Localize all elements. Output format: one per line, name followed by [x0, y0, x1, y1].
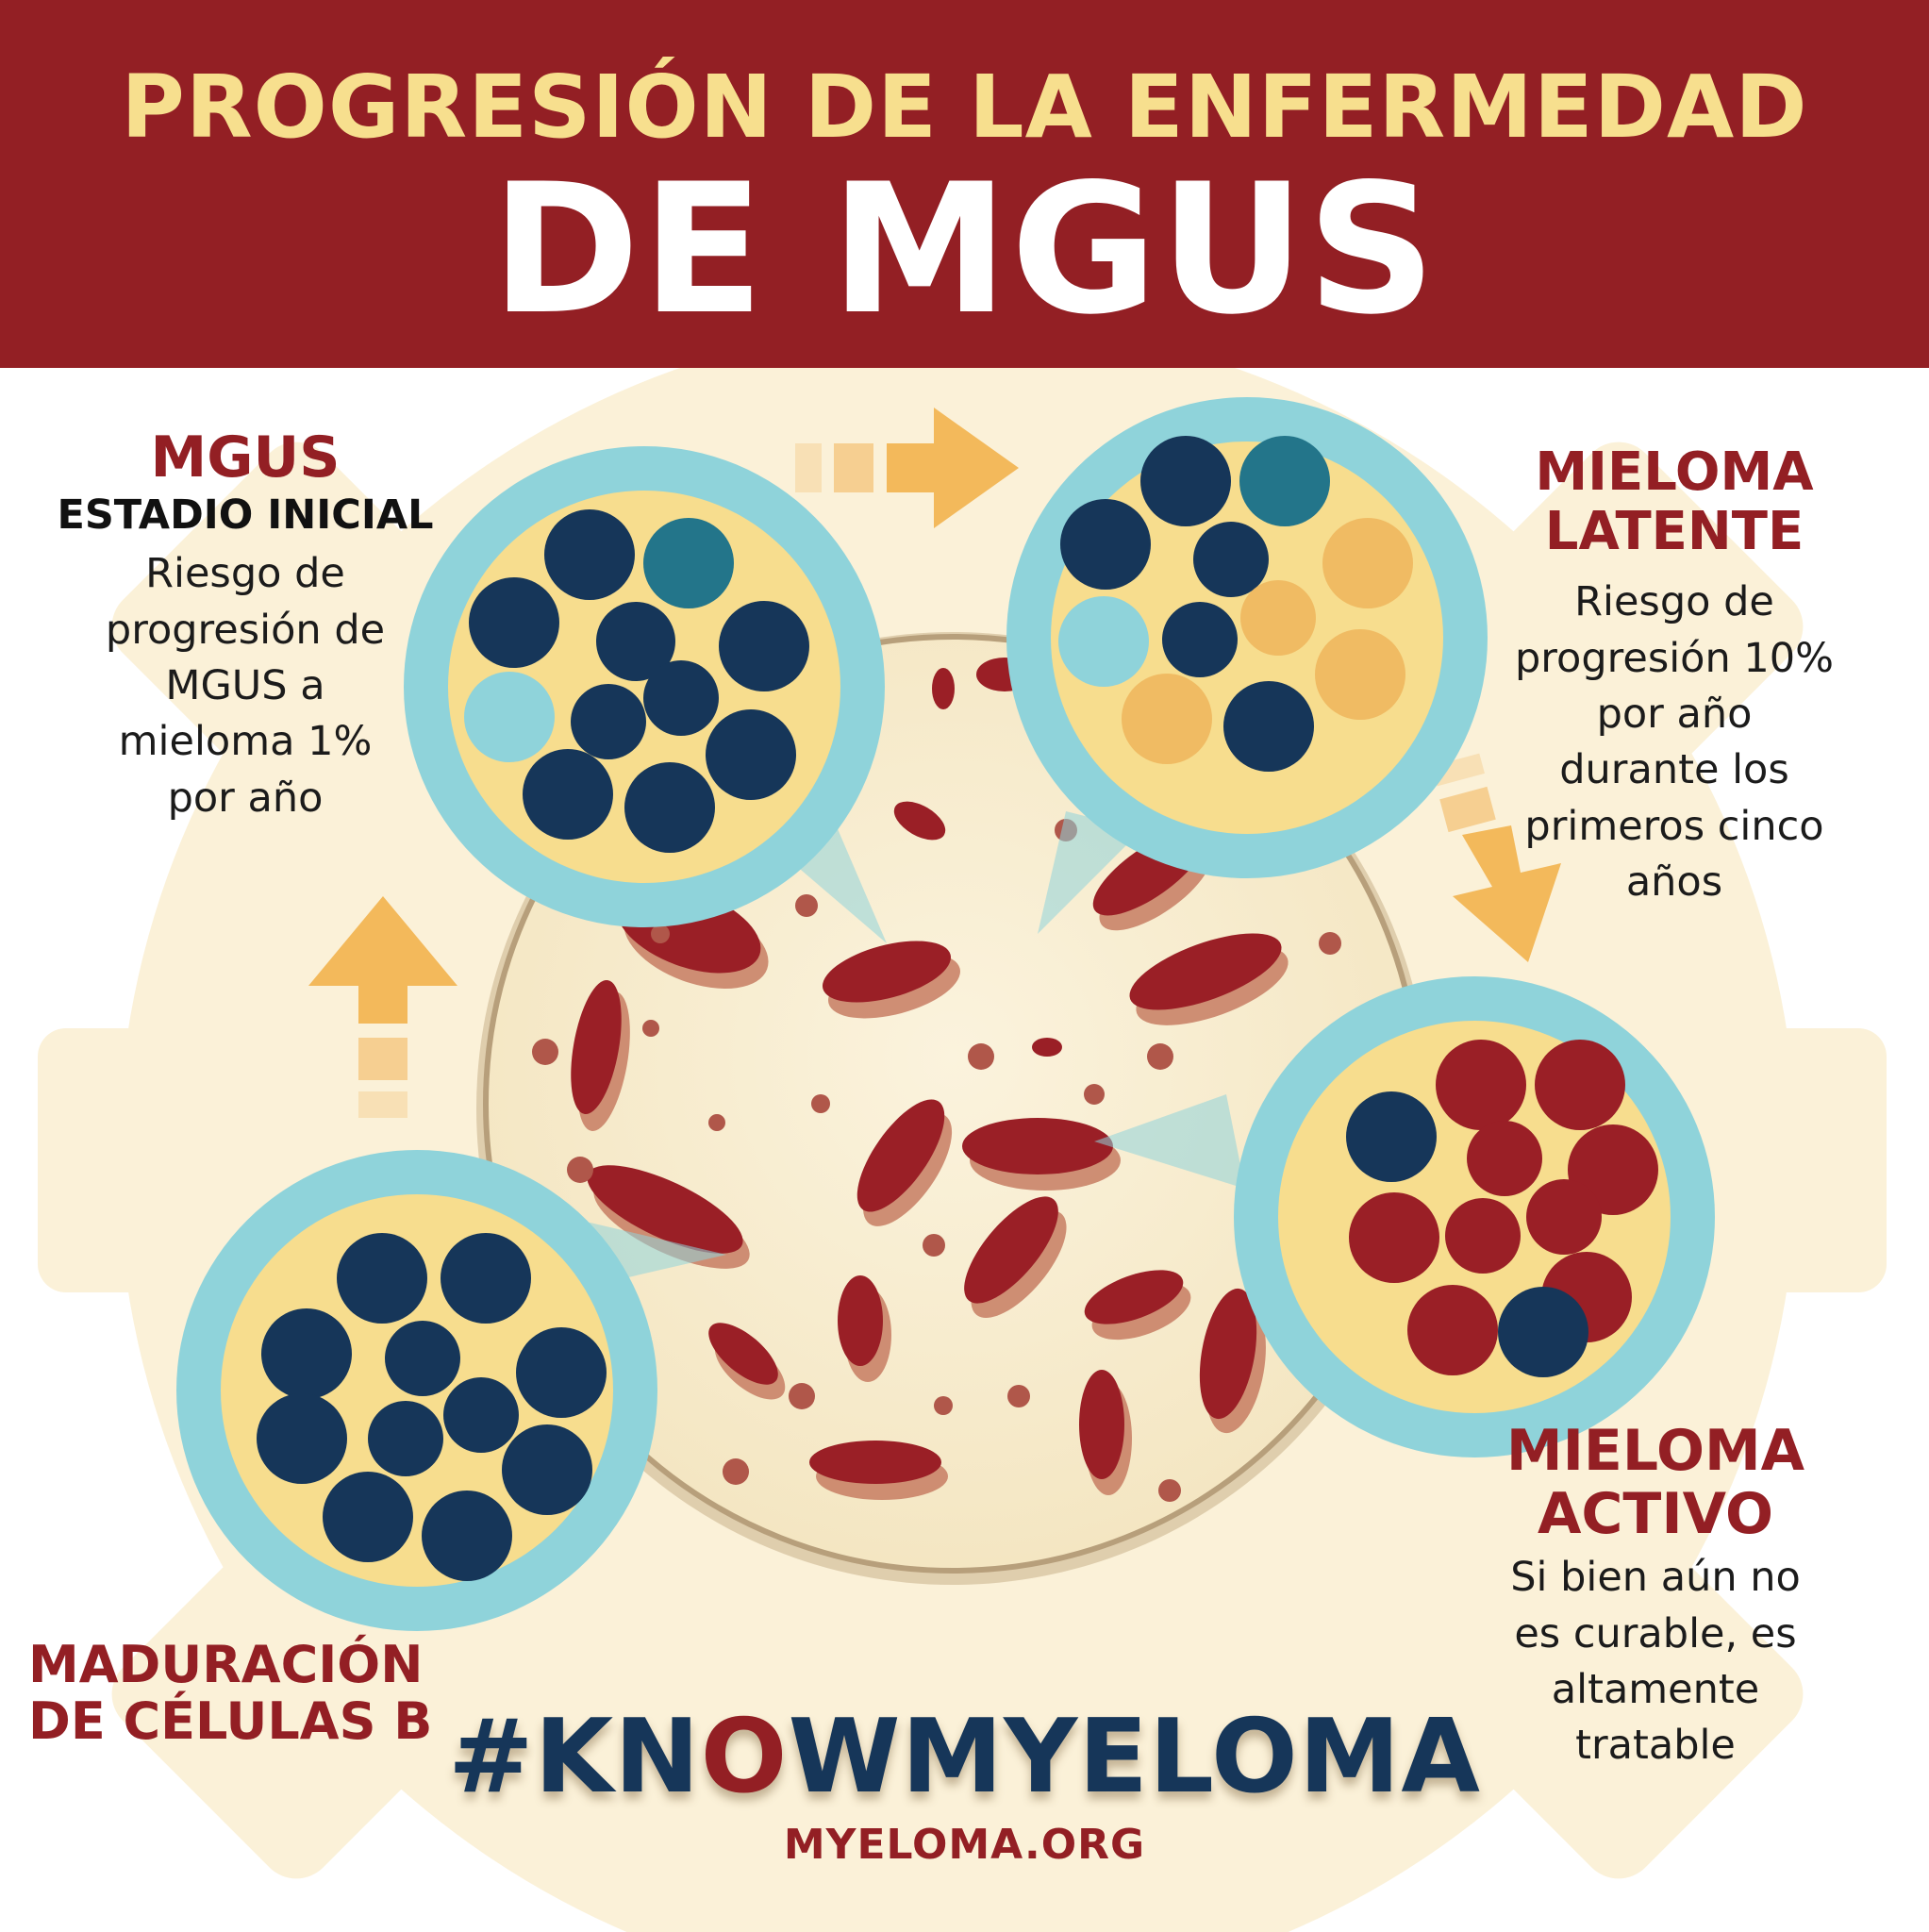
- arrow-top: [795, 408, 1019, 528]
- stage-active-title-1: MIELOMA: [1505, 1418, 1805, 1484]
- arrow-right: [1432, 753, 1561, 962]
- circle-mgus: [404, 446, 885, 927]
- circle-smoldering: [1006, 397, 1488, 878]
- stage-mgus-title: MGUS: [150, 425, 341, 491]
- stage-bcell-title-2: DE CÉLULAS B: [28, 1691, 433, 1752]
- stage-mgus-description: Riesgo de progresión de MGUS a mieloma 1…: [105, 550, 386, 822]
- stage-active-label: MIELOMA ACTIVO Si bien aún no es curable…: [1453, 1418, 1858, 1774]
- stage-mgus-subtitle: ESTADIO INICIAL: [57, 491, 434, 540]
- progression-arrows: [308, 408, 1561, 1118]
- hashtag: #KNOWMYELOMA: [0, 1698, 1929, 1816]
- title-line2: DE MGUS: [491, 145, 1438, 354]
- website-url: MYELOMA.ORG: [783, 1821, 1146, 1869]
- marrow-blobs: [532, 658, 1341, 1502]
- title-line1: PROGRESIÓN DE LA ENFERMEDAD: [121, 57, 1808, 158]
- stage-bcell-title-1: MADURACIÓN: [28, 1635, 424, 1694]
- circle-bcell: [176, 1150, 657, 1631]
- stage-smoldering-title-1: MIELOMA: [1535, 441, 1814, 503]
- title-banner: PROGRESIÓN DE LA ENFERMEDAD DE MGUS: [0, 0, 1929, 368]
- circle-active: [1234, 976, 1715, 1457]
- stage-mgus-label: MGUS ESTADIO INICIAL Riesgo de progresió…: [38, 425, 453, 826]
- stage-smoldering-label: MIELOMA LATENTE Riesgo de progresión 10%…: [1472, 441, 1877, 910]
- stage-smoldering-title-2: LATENTE: [1544, 500, 1804, 562]
- stage-bcell-label: MADURACIÓN DE CÉLULAS B: [28, 1635, 481, 1752]
- hashtag-part1: #KN: [448, 1698, 701, 1816]
- stage-active-description: Si bien aún no es curable, es altamente …: [1510, 1554, 1801, 1770]
- hashtag-part2: O: [700, 1698, 789, 1816]
- stage-smoldering-description: Riesgo de progresión 10% por año durante…: [1515, 578, 1834, 907]
- stage-active-title-2: ACTIVO: [1537, 1481, 1774, 1548]
- hashtag-part3: WMYELOMA: [788, 1698, 1481, 1816]
- arrow-left: [308, 896, 457, 1118]
